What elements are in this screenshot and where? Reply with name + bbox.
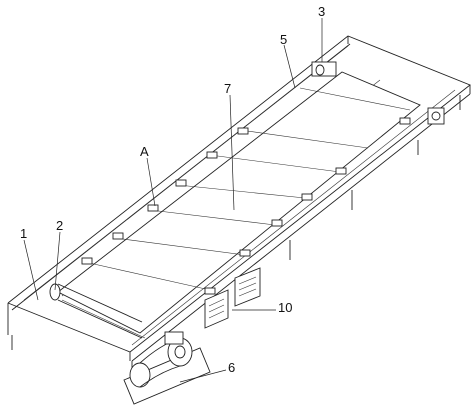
label-a: A [140, 144, 149, 159]
label-3: 3 [318, 4, 325, 19]
label-5: 5 [280, 32, 287, 47]
label-7: 7 [224, 81, 231, 96]
label-1: 1 [20, 226, 27, 241]
tensioner-assembly [311, 61, 445, 125]
label-6: 6 [228, 360, 235, 375]
belt-segment-lines [84, 87, 411, 291]
label-10: 10 [278, 300, 292, 315]
leader-lines [23, 18, 323, 383]
motor-gearbox [123, 331, 211, 405]
rail-clamps [81, 117, 411, 295]
label-2: 2 [56, 218, 63, 233]
callout-labels: 1 2 3 5 6 7 10 A [20, 4, 325, 375]
drive-roller [49, 283, 143, 339]
conveyor-belt [57, 71, 421, 339]
filter-boxes [204, 267, 261, 329]
